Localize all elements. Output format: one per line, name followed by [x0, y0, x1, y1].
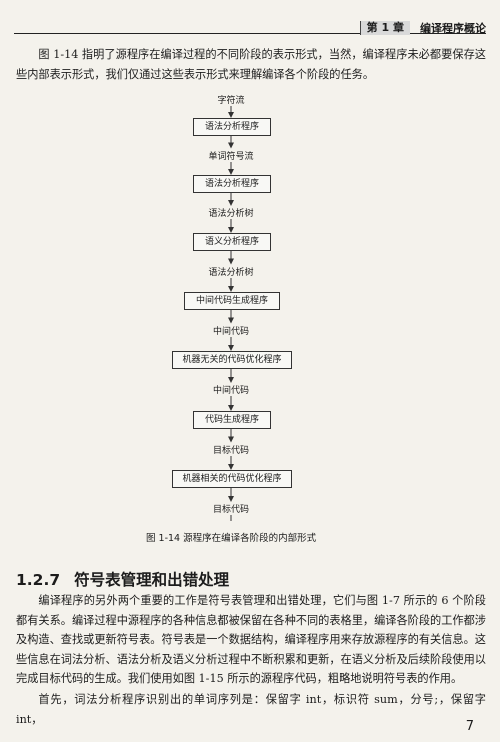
flow-node-box: 机器相关的代码优化程序	[172, 470, 292, 488]
intro-paragraph: 图 1-14 指明了源程序在编译过程的不同阶段的表示形式，当然，编译程序未必都要…	[16, 48, 486, 81]
compiler-phases-figure: 字符流语法分析程序单词符号流语法分析程序语法分析树语义分析程序语法分析树中间代码…	[0, 93, 500, 521]
flow-edge-label: 中间代码	[211, 383, 251, 396]
flow-start-label: 字符流	[216, 93, 246, 106]
body-paragraph-1: 编译程序的另外两个重要的工作是符号表管理和出错处理，它们与图 1-7 所示的 6…	[16, 594, 486, 685]
flow-edge-label: 中间代码	[211, 323, 251, 337]
flow-node-box: 机器无关的代码优化程序	[172, 351, 292, 369]
figure-caption: 图 1-14 源程序在编译各阶段的内部形式	[146, 533, 317, 544]
flow-node-box: 语义分析程序	[193, 233, 271, 251]
flow-node-box: 中间代码生成程序	[184, 292, 280, 310]
chapter-label: 第 1 章	[359, 21, 410, 35]
section-heading: 1.2.7 符号表管理和出错处理	[16, 568, 229, 590]
section-number: 1.2.7	[16, 571, 61, 589]
page-number: 7	[465, 719, 474, 734]
flow-edge-label: 语法分析树	[207, 264, 255, 278]
flow-node-box: 代码生成程序	[193, 411, 271, 429]
flow-edge-label: 单词符号流	[207, 148, 255, 162]
chapter-title: 编译程序概论	[420, 22, 486, 35]
flow-node-box: 语法分析程序	[193, 118, 271, 136]
section-title: 符号表管理和出错处理	[74, 571, 230, 589]
running-header: 第 1 章 编译程序概论	[359, 20, 486, 36]
header-rule	[14, 33, 486, 34]
flow-edge-label: 语法分析树	[207, 206, 255, 219]
flow-edge-label: 目标代码	[211, 502, 251, 515]
body-paragraph-2: 首先，词法分析程序识别出的单词序列是：保留字 int，标识符 sum，分号;，保…	[16, 693, 486, 726]
flow-edge-label: 目标代码	[211, 442, 251, 456]
flow-arrows	[228, 105, 234, 521]
flow-node-box: 语法分析程序	[193, 175, 271, 193]
